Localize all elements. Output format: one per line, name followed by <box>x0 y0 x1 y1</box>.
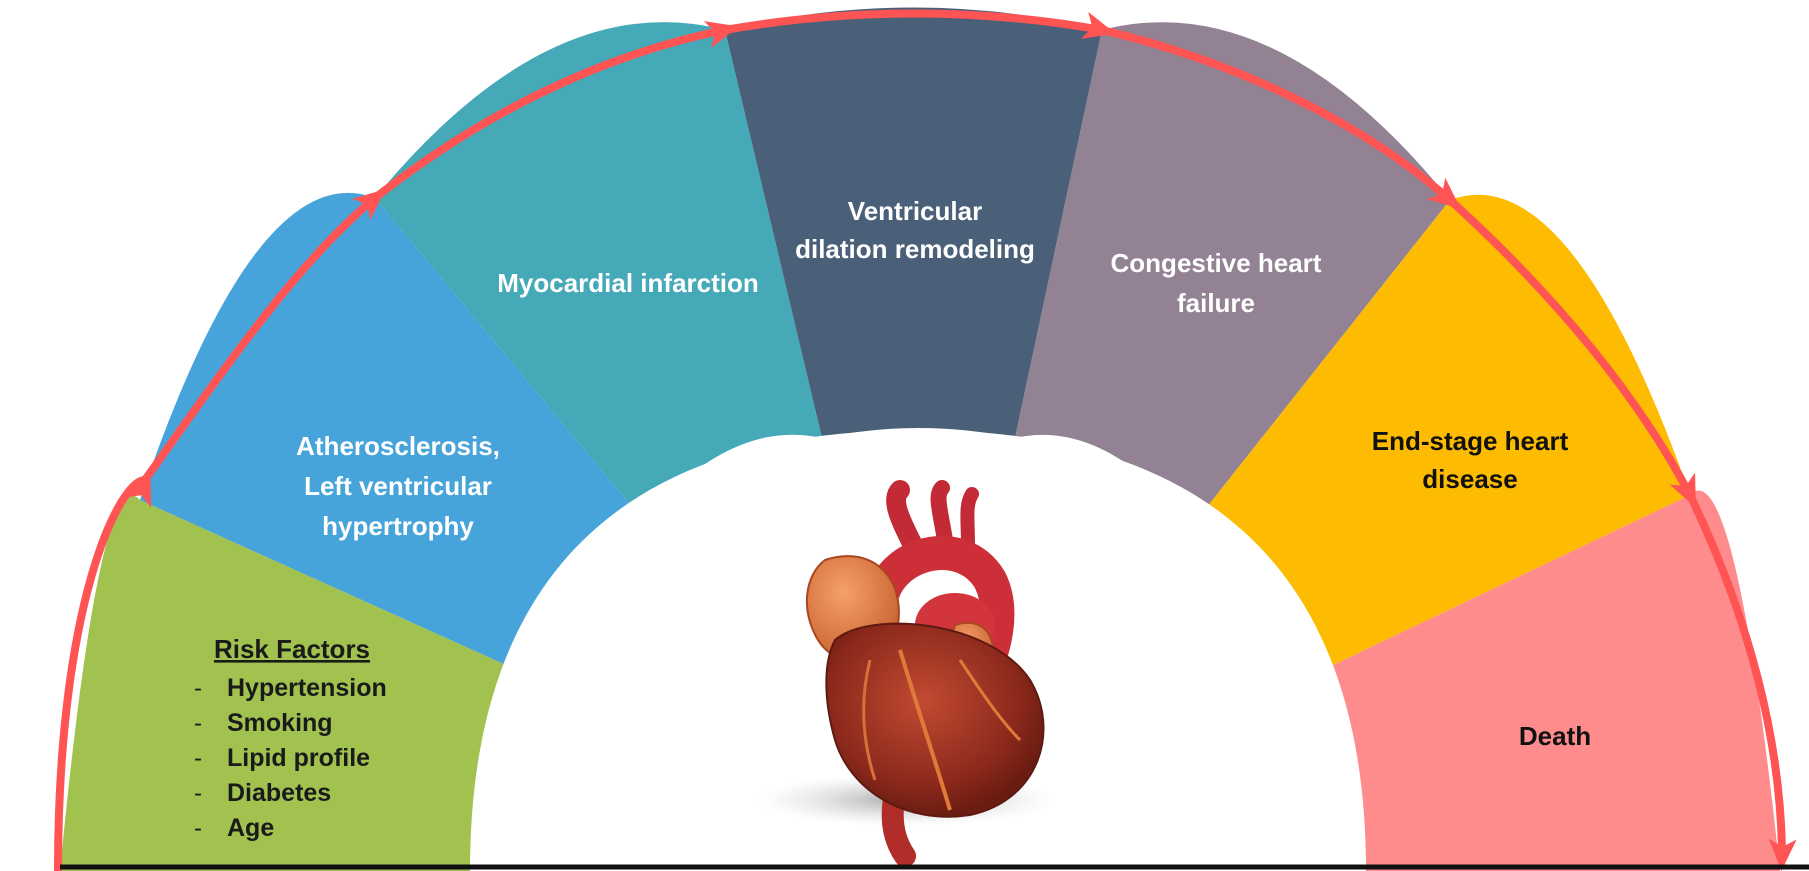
label-atherosclerosis-line-2: Left ventricular <box>304 471 492 501</box>
risk-factor-bullet: - <box>194 745 202 772</box>
label-end-stage-heart-disease-line-1: End-stage heart <box>1372 426 1569 456</box>
label-end-stage-heart-disease-line-2: disease <box>1422 464 1517 494</box>
label-ventricular-dilation-line-2: dilation remodeling <box>795 234 1035 264</box>
label-congestive-heart-failure-line-1: Congestive heart <box>1111 248 1322 278</box>
label-atherosclerosis-line-3: hypertrophy <box>322 511 474 541</box>
risk-factor-bullet: - <box>194 710 202 737</box>
label-atherosclerosis-line-1: Atherosclerosis, <box>296 431 500 461</box>
risk-factor-item: Smoking <box>227 709 333 737</box>
risk-factor-bullet: - <box>194 815 202 842</box>
label-ventricular-dilation-line-1: Ventricular <box>848 196 982 226</box>
risk-factor-item: Lipid profile <box>227 744 370 772</box>
risk-factor-item: Diabetes <box>227 779 331 807</box>
risk-factor-item: Age <box>227 814 274 842</box>
label-myocardial-infarction-line-1: Myocardial infarction <box>497 268 759 298</box>
label-death-line-1: Death <box>1519 721 1591 751</box>
risk-factor-bullet: - <box>194 780 202 807</box>
risk-factor-item: Hypertension <box>227 674 387 702</box>
label-congestive-heart-failure-line-2: failure <box>1177 288 1255 318</box>
risk-factor-bullet: - <box>194 675 202 702</box>
risk-factors-title: Risk Factors <box>214 634 370 664</box>
